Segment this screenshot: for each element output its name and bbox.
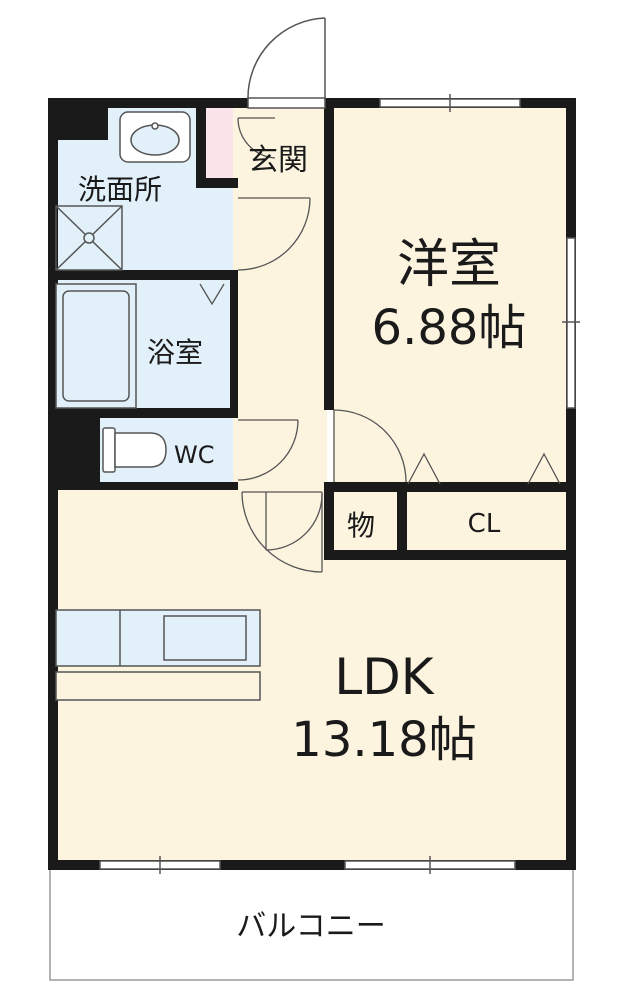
wall-cl-bottom — [324, 550, 576, 560]
wall-genkan-corner — [196, 178, 238, 188]
balcony-label: バルコニー — [236, 909, 385, 944]
wall-corner-block — [48, 98, 108, 140]
genkan-label: 玄関 — [248, 143, 308, 178]
yoshitsu-label: 洋室 — [397, 235, 501, 295]
walls — [48, 98, 576, 870]
kitchen-bar — [55, 671, 261, 701]
wall-wc-bottom — [48, 482, 238, 490]
wall-bath-right — [230, 275, 238, 415]
ldk-label: LDK — [334, 648, 434, 706]
wall-bath-wc — [48, 408, 238, 418]
wall-top-left — [48, 98, 248, 108]
wall-genkan-yoshitsu — [324, 98, 334, 410]
wall-mono-cl — [397, 482, 407, 558]
balcony-floor — [49, 867, 574, 981]
mono-label: 物 — [347, 509, 375, 542]
interior-doors — [199, 117, 561, 573]
wc-label: WC — [174, 441, 215, 469]
wall-senmen-bath — [48, 270, 238, 280]
entrance-door — [247, 17, 326, 109]
toilet-tank — [102, 427, 116, 473]
window-yoshitsu-right — [566, 237, 576, 409]
closet-door-left — [407, 452, 441, 485]
labels: 玄関 洗面所 浴室 WC 洋室 6.88帖 物 CL LDK 13.18帖 バル… — [78, 143, 526, 944]
washer-pan — [55, 205, 123, 271]
senmenjo-label: 洗面所 — [78, 173, 162, 206]
bathtub-inner — [62, 290, 130, 402]
wall-wc-block — [48, 412, 100, 488]
windows — [99, 94, 580, 874]
genkan-tile — [205, 108, 233, 180]
yoshitsu-floor — [333, 108, 568, 488]
wall-mono-left — [324, 482, 334, 558]
yokushitsu-label: 浴室 — [147, 336, 203, 369]
bath-door-mark — [199, 283, 225, 306]
toilet-bowl-icon — [114, 432, 167, 468]
kitchen-sink — [163, 615, 247, 661]
fixtures — [55, 111, 261, 701]
wall-bottom — [48, 860, 576, 870]
wall-genkan-left — [196, 108, 206, 188]
ldk-area: 13.18帖 — [291, 712, 476, 768]
yoshitsu-area: 6.88帖 — [372, 300, 527, 356]
wall-cl-top — [324, 482, 576, 492]
closet-door-right — [527, 452, 561, 485]
closet-label: CL — [468, 509, 501, 539]
